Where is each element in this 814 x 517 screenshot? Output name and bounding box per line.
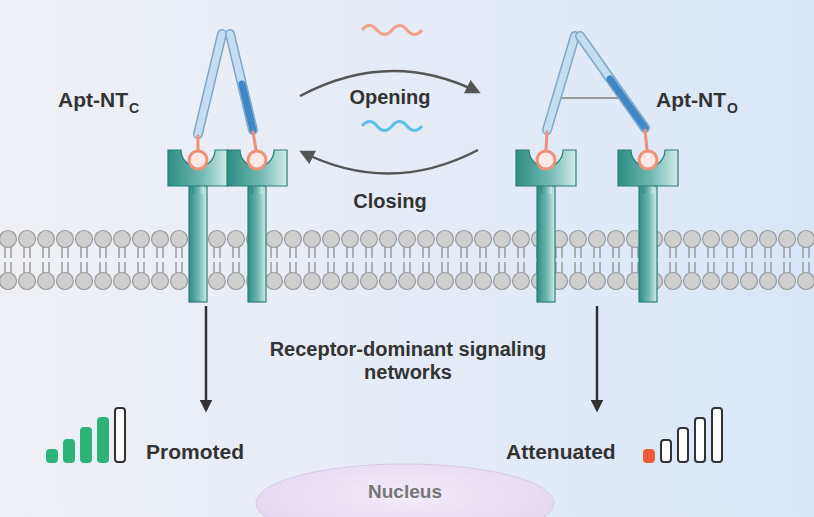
nucleus-ellipse: Nucleus [255,463,555,517]
receptors [168,150,678,302]
subscript: C [129,100,139,116]
label: Receptor-dominant signaling networks [263,338,553,384]
subscript: O [727,100,738,116]
label: Closing [353,190,426,213]
label: Attenuated [506,440,616,464]
label: Apt-NT [656,88,726,112]
label: Apt-NT [58,88,128,112]
attenuated-bars [644,408,722,462]
closing-arrow [302,150,478,174]
signal-arrow [596,306,599,410]
apt-nt-closed [189,34,266,169]
apt-nt-open [537,36,657,169]
lipid-bilayer [0,231,814,290]
label: Opening [349,86,430,109]
node-label: Nucleus [255,463,555,503]
signal-arrow [205,306,208,410]
opening-strand [362,26,422,35]
promoted-bars [47,408,125,462]
closing-strand [362,122,422,131]
label: Promoted [146,440,244,464]
